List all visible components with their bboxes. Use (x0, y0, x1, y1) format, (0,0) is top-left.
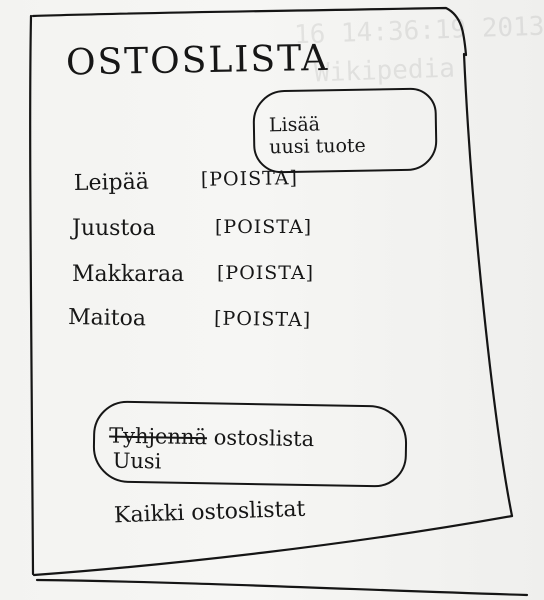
item-name: Leipää (73, 169, 150, 196)
shopping-list-item: Juustoa POISTA (72, 216, 303, 254)
top-border-line (31, 6, 468, 57)
item-name: Makkaraa (72, 262, 185, 287)
remove-item-button[interactable]: POISTA (215, 216, 312, 238)
item-name: Maitoa (67, 305, 147, 332)
add-product-button[interactable]: Lisää uusi tuote (252, 87, 438, 174)
remove-item-button[interactable]: POISTA (217, 262, 314, 284)
page-title: OSTOSLISTA (65, 37, 330, 84)
add-product-label-line-1: Lisää (268, 113, 321, 137)
item-name: Juustoa (72, 216, 156, 241)
remove-item-button[interactable]: POISTA (214, 308, 311, 332)
page-bottom-edge (35, 578, 529, 597)
shopping-list-item: Maitoa POISTA (67, 305, 303, 344)
clear-list-button[interactable]: Tyhjennä ostoslista Uusi (92, 400, 408, 488)
crossed-out-label: Tyhjennä (108, 423, 208, 449)
remove-item-button[interactable]: POISTA (201, 167, 298, 191)
shopping-list-item: Makkaraa POISTA (72, 262, 305, 300)
bottom-border-line (32, 514, 514, 577)
clear-list-label-text: ostoslista (213, 424, 315, 451)
add-product-label-line-2: uusi tuote (269, 134, 366, 159)
left-border-line (29, 14, 35, 576)
clear-list-label-line-2: Uusi (112, 448, 162, 473)
shopping-list-item: Leipää POISTA (73, 167, 290, 209)
right-border-line (462, 52, 514, 518)
